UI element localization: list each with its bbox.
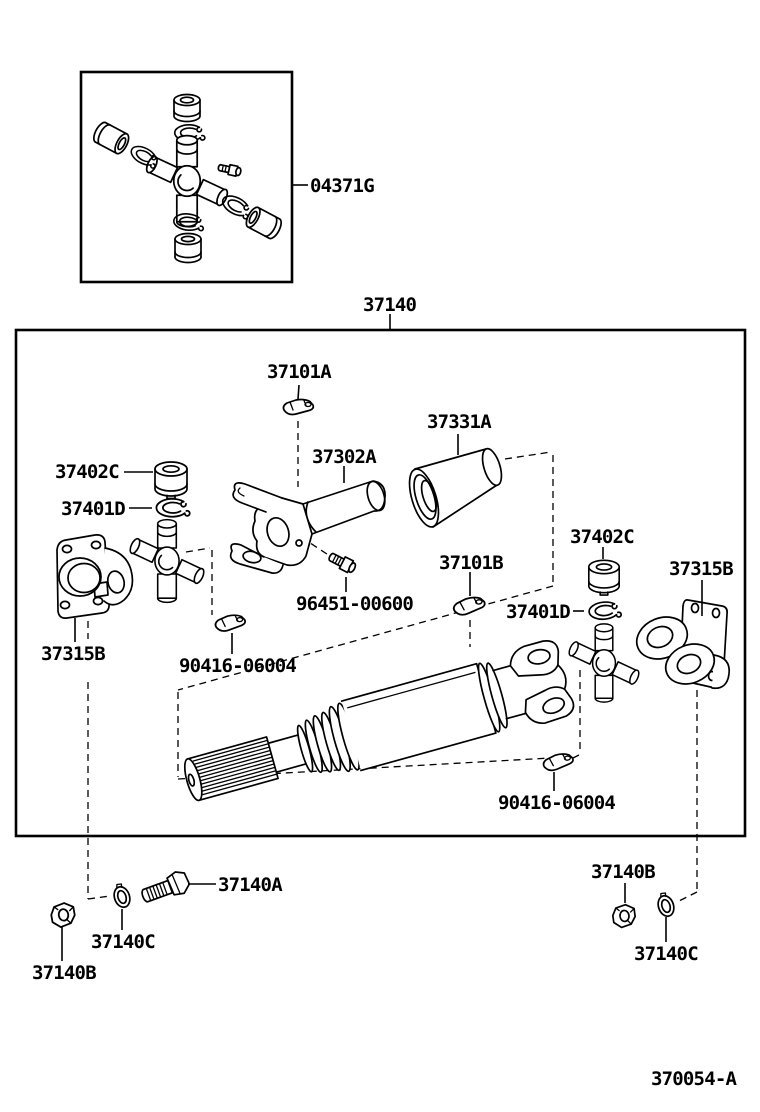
part-label-37140b-left: 37140B [32, 962, 97, 984]
sliding-yoke-drawing [229, 480, 386, 574]
part-label-37315b-right: 37315B [669, 558, 734, 580]
part-label-37315b-left: 37315B [41, 643, 106, 665]
part-label-96451-00600: 96451-00600 [296, 593, 414, 615]
balance-weight-mid-drawing [451, 595, 487, 617]
dust-tube-drawing [408, 447, 503, 528]
rear-spider-drawing [566, 623, 642, 703]
part-label-37140: 37140 [363, 294, 417, 316]
front-spider-drawing [127, 518, 207, 604]
u-joint-kit-box [79, 70, 294, 284]
part-label-37101a: 37101A [267, 361, 332, 383]
part-label-37302a: 37302A [312, 446, 377, 468]
dust-cover-left-drawing [154, 461, 188, 500]
washer-left-drawing [109, 880, 134, 911]
part-label-37401d-right: 37401D [506, 601, 571, 623]
part-label-37331a: 37331A [427, 411, 492, 433]
dust-cover-right-drawing [587, 559, 621, 596]
part-label-37101b: 37101B [439, 552, 504, 574]
front-flange-yoke-drawing [56, 534, 134, 619]
balance-weight-upper-drawing [282, 398, 315, 416]
drawing-number: 370054-A [651, 1068, 737, 1090]
part-label-37140c-left: 37140C [91, 931, 156, 953]
propeller-shaft-drawing [183, 640, 575, 802]
snap-ring-right-drawing [587, 599, 623, 622]
washer-right-drawing [653, 889, 678, 920]
part-label-04371g: 04371G [310, 175, 375, 197]
grease-fitting-drawing [328, 552, 357, 574]
part-label-37140b-right: 37140B [591, 861, 656, 883]
rear-flange-yoke-drawing [635, 599, 731, 690]
assembly-box [14, 328, 747, 838]
bolt-drawing [141, 871, 191, 903]
snap-ring-left-drawing [155, 498, 191, 518]
part-label-90416-06004-upper: 90416-06004 [179, 655, 297, 677]
nut-left-drawing [48, 900, 78, 930]
u-joint-kit-drawing [92, 93, 283, 264]
nut-right-drawing [610, 902, 638, 930]
part-label-37140c-right: 37140C [634, 943, 699, 965]
part-label-37402c-left: 37402C [55, 461, 120, 483]
leader-lines [61, 184, 703, 961]
clamp-lower-drawing [541, 751, 575, 773]
part-label-37140a: 37140A [218, 874, 283, 896]
part-label-37401d-left: 37401D [61, 498, 126, 520]
part-label-37402c-right: 37402C [570, 526, 635, 548]
part-label-90416-06004-lower: 90416-06004 [498, 792, 616, 814]
clamp-upper-drawing [213, 613, 247, 633]
